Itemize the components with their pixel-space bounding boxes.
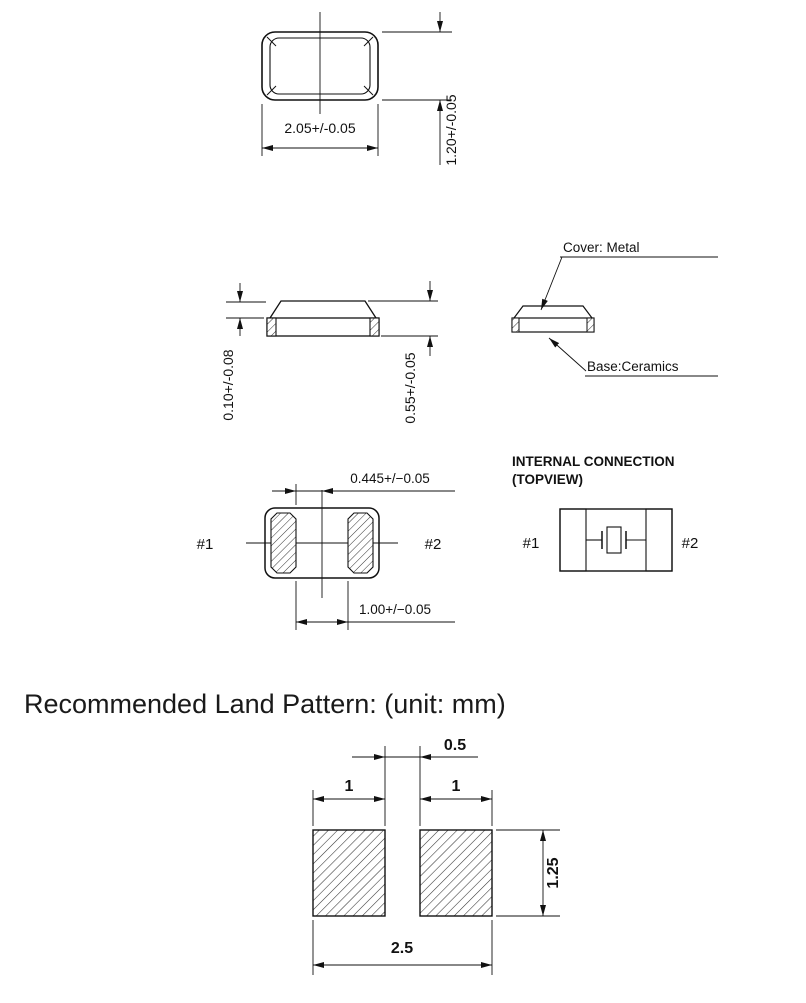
pad-center-dimension <box>272 484 455 505</box>
top-height-dimension <box>382 12 452 165</box>
metal-cover-profile <box>269 300 377 319</box>
bottom-view-drawing: #1 #2 0.445+/−0.05 1.00+/−0.05 <box>197 471 455 630</box>
right-pad-width-dim-label: 1 <box>452 778 461 795</box>
pad-width-dimensions <box>312 790 493 826</box>
ceramic-base-profile-small <box>511 317 595 333</box>
top-width-dimension <box>261 104 379 156</box>
bottom-pad2-label: #2 <box>425 536 442 553</box>
pad2-hatched <box>347 512 374 574</box>
internal-connection-subtitle: (TOPVIEW) <box>512 472 583 487</box>
base-callout-leader <box>548 337 718 377</box>
corner-index-marks <box>266 36 374 96</box>
ic-pad2 <box>645 508 673 572</box>
bottom-outline <box>264 507 380 579</box>
right-terminal-hatched-small <box>586 317 595 333</box>
overall-width-dimension <box>312 920 493 975</box>
pad-gap-dim-label: 1.00+/−0.05 <box>359 602 431 617</box>
top-height-dim-label: 1.20+/-0.05 <box>443 94 459 165</box>
cover-thickness-dim-label: 0.10+/-0.08 <box>220 349 236 420</box>
land-pattern-drawing: 0.5 1 1 1.25 2.5 <box>312 737 562 975</box>
land-pad-right-hatched <box>419 829 493 917</box>
pad-gap-dimension <box>295 581 455 630</box>
package-outer-outline <box>261 31 379 101</box>
left-terminal-hatched <box>266 317 277 337</box>
right-terminal-hatched <box>369 317 380 337</box>
internal-connection-drawing: INTERNAL CONNECTION (TOPVIEW) #1 #2 <box>512 454 699 572</box>
cover-callout-leader <box>540 256 718 311</box>
top-width-dim-label: 2.05+/-0.05 <box>284 120 355 136</box>
crystal-symbol <box>586 526 646 554</box>
ic-pad2-label: #2 <box>682 535 699 552</box>
bottom-pad1-label: #1 <box>197 536 214 553</box>
top-view-drawing: 2.05+/-0.05 1.20+/-0.05 <box>261 12 459 166</box>
ic-body-outline <box>559 508 673 572</box>
package-inner-outline <box>269 37 371 95</box>
pad-center-dim-label: 0.445+/−0.05 <box>350 471 430 486</box>
internal-connection-title: INTERNAL CONNECTION <box>512 454 675 469</box>
ic-pad1-label: #1 <box>523 535 540 552</box>
ic-pad1 <box>559 508 587 572</box>
pad1-hatched <box>270 512 297 574</box>
gap-dimension <box>352 746 478 826</box>
left-pad-width-dim-label: 1 <box>345 778 354 795</box>
left-terminal-hatched-small <box>511 317 520 333</box>
cover-callout-label: Cover: Metal <box>563 240 640 255</box>
ceramic-base-profile <box>266 317 380 337</box>
metal-cover-profile-small <box>513 305 593 319</box>
pad-height-dim-label: 1.25 <box>545 857 562 888</box>
side-view-front-drawing: 0.10+/-0.08 0.55+/-0.05 <box>220 281 438 424</box>
gap-dim-label: 0.5 <box>444 737 466 754</box>
land-pattern-heading: Recommended Land Pattern: (unit: mm) <box>24 689 506 719</box>
body-height-dim-label: 0.55+/-0.05 <box>402 352 418 423</box>
pad-height-dimension <box>496 829 560 917</box>
land-pad-left-hatched <box>312 829 386 917</box>
cover-thickness-dimension <box>226 283 266 336</box>
overall-width-dim-label: 2.5 <box>391 940 413 957</box>
side-view-end-drawing: Cover: Metal Base:Ceramics <box>511 240 718 377</box>
body-height-dimension <box>368 281 438 356</box>
base-callout-label: Base:Ceramics <box>587 359 679 374</box>
